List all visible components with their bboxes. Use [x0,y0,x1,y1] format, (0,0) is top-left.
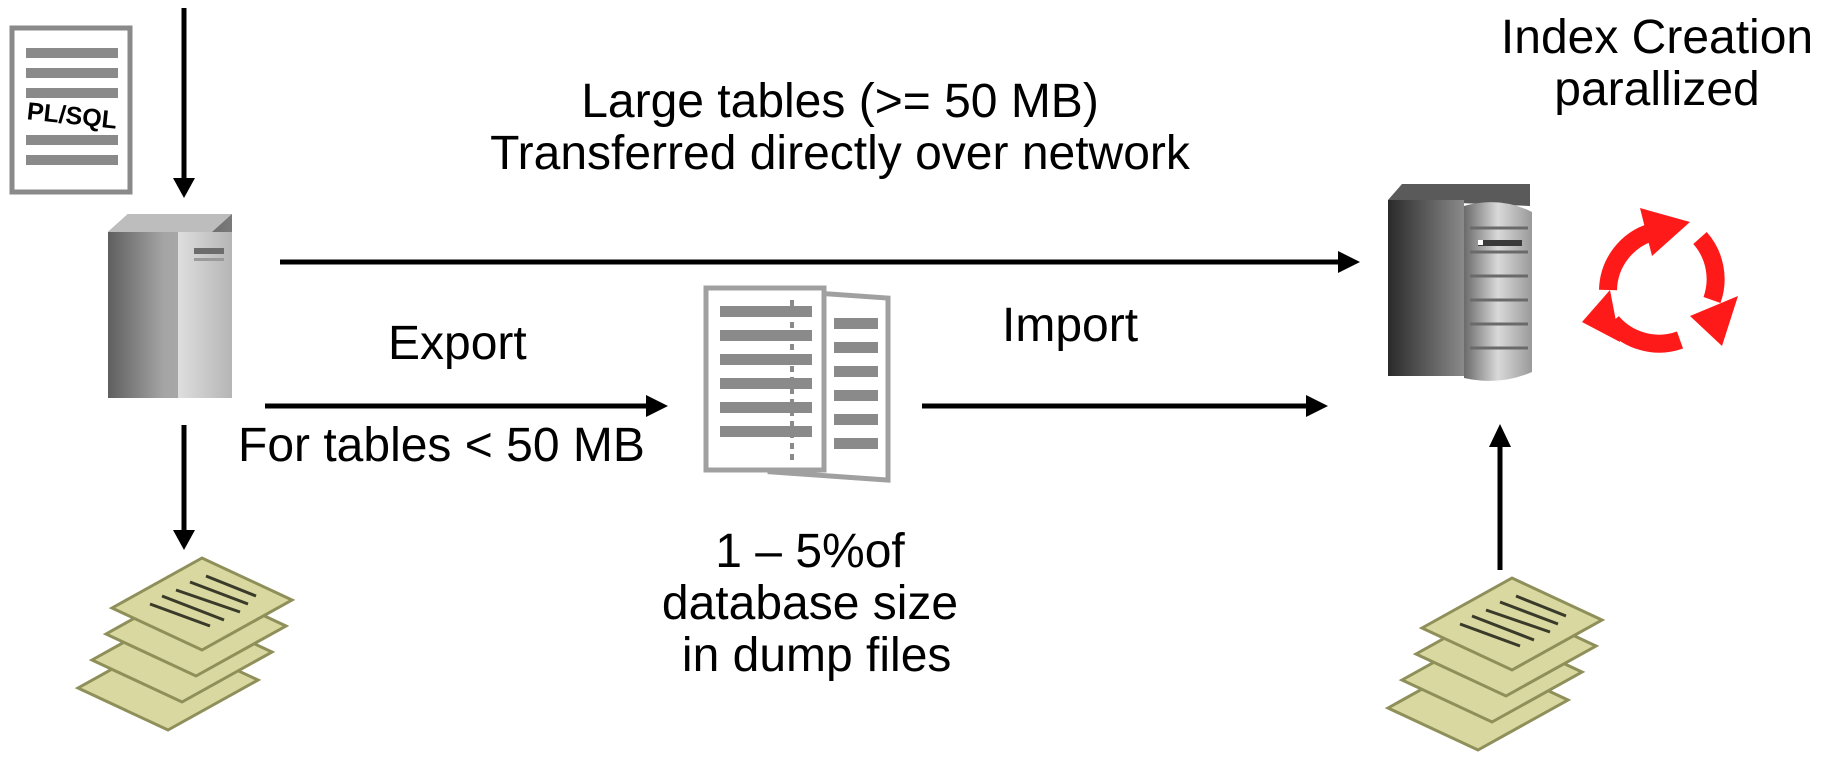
import-label: Import [1002,299,1139,352]
circular-arrows-icon [1599,223,1725,353]
index-creation-label: Index Creation parallized [1474,12,1840,116]
arrow-export [265,395,668,417]
plsql-script-icon: PL/SQL [9,25,133,195]
circular-arrow-heads [1582,208,1738,346]
export-label: Export [388,317,527,370]
dump-size-line-3: in dump files [668,629,952,682]
target-document-stack-icon [1384,576,1606,752]
target-server-icon [1388,184,1532,381]
dump-size-line-2: database size [661,577,959,630]
arrow-network-transfer [280,251,1360,273]
arrows [173,8,1511,570]
dump-files-icon [703,285,891,483]
index-creation-line-1: Index Creation [1500,11,1814,64]
dump-size-line-1: 1 – 5%of [715,525,905,578]
large-tables-line-1: Large tables (>= 50 MB) [581,75,1099,128]
large-tables-label: Large tables (>= 50 MB) Transferred dire… [430,76,1250,180]
index-creation-line-2: parallized [1554,63,1760,116]
dump-size-label: 1 – 5%of database size in dump files [600,526,1020,682]
small-tables-label: For tables < 50 MB [238,419,645,472]
source-server-icon [108,214,232,398]
arrow-import [922,395,1328,417]
arrow-source-to-files [173,425,195,550]
large-tables-line-2: Transferred directly over network [490,127,1190,180]
arrow-into-source-server [173,8,195,198]
arrow-files-to-target [1489,424,1511,570]
source-document-stack-icon [74,556,296,732]
